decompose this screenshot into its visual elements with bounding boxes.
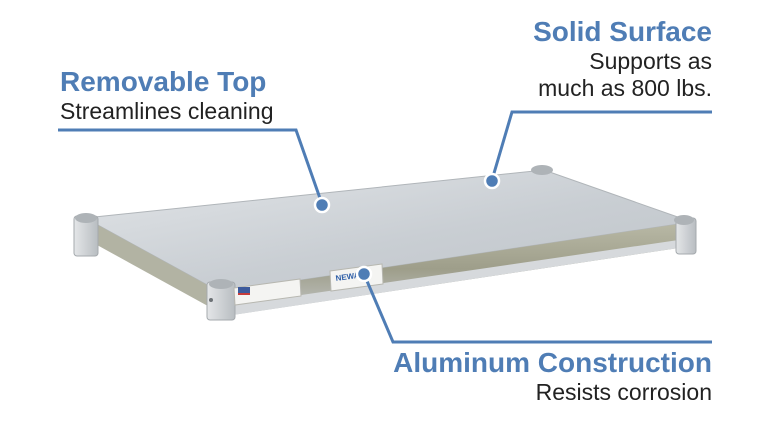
solid-surface-description-line2: much as 800 lbs.	[538, 75, 712, 101]
corner-post-front-left	[206, 279, 236, 321]
removable-top-title: Removable Top	[60, 66, 267, 97]
product-label-plate	[233, 278, 302, 306]
corner-post-back-left	[73, 213, 99, 257]
solid-surface-leader-line	[490, 110, 712, 181]
aluminum-construction-description: Resists corrosion	[535, 379, 712, 405]
solid-surface-marker	[483, 172, 501, 190]
removable-top-description: Streamlines cleaning	[60, 98, 274, 124]
shelf-bottom-lip	[226, 238, 692, 316]
aluminum-construction-marker	[355, 265, 373, 283]
aluminum-construction-title: Aluminum Construction	[393, 347, 712, 378]
corner-post-back-right	[531, 165, 553, 175]
aluminum-construction-leader-line	[362, 273, 712, 344]
us-flag-icon	[238, 287, 250, 295]
removable-top-leader-line	[58, 128, 324, 205]
shelf-side-edge	[85, 218, 226, 316]
removable-top-callout: Removable Top Streamlines cleaning	[60, 66, 274, 125]
corner-post-front-right	[674, 215, 697, 255]
solid-surface-callout: Solid Surface Supports as much as 800 lb…	[533, 16, 712, 102]
solid-surface-description-line1: Supports as	[589, 48, 712, 74]
removable-top-marker	[313, 196, 331, 214]
aluminum-construction-callout: Aluminum Construction Resists corrosion	[393, 347, 712, 406]
solid-surface-title: Solid Surface	[533, 16, 712, 47]
